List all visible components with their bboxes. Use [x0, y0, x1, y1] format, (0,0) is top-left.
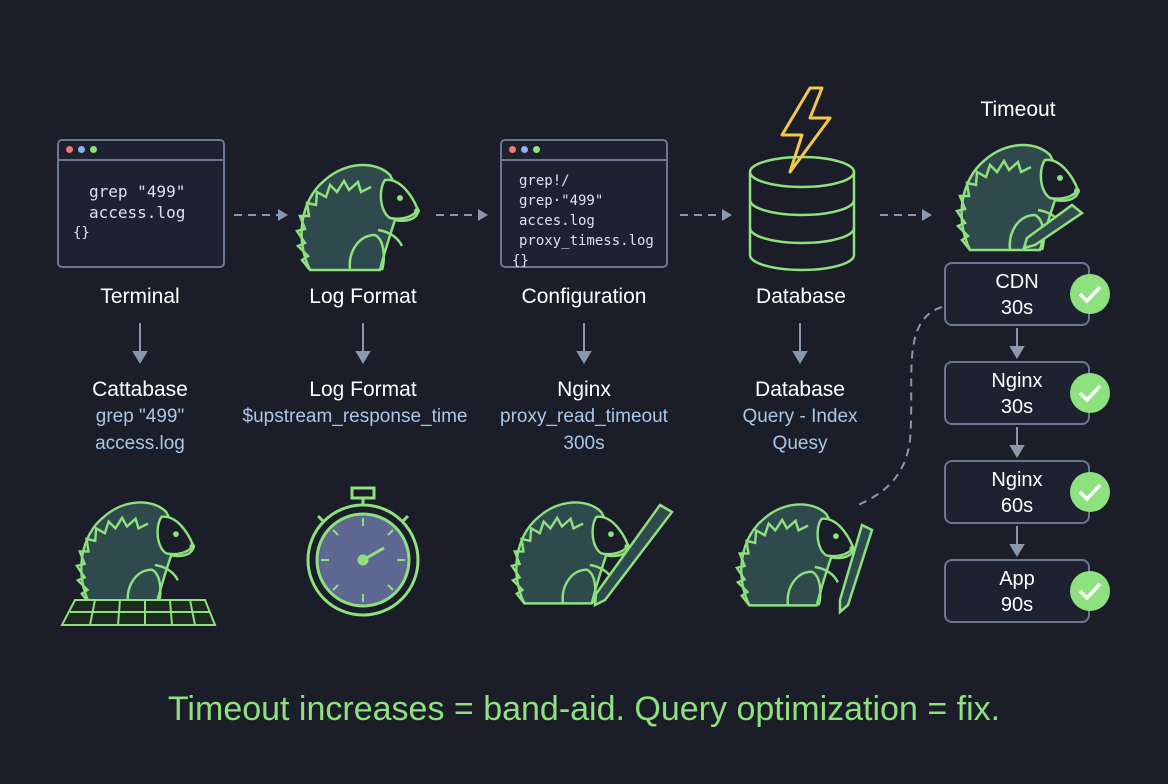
stage-sub-title: Nginx — [557, 378, 611, 401]
stage-sub-title: Cattabase — [92, 378, 188, 401]
detail-line: Query - Index — [742, 406, 858, 427]
stopwatch-icon — [306, 486, 420, 617]
stage-detail: $upstream_response_time — [243, 403, 468, 430]
terminal-window: grep "499" access.log {} — [57, 139, 225, 268]
timeout-layer-name: Nginx — [991, 370, 1043, 392]
config-line: grep!/ — [519, 173, 570, 189]
stage-title: Terminal — [100, 285, 180, 308]
config-line: {} — [512, 253, 529, 269]
timeout-value: 90s — [1000, 594, 1034, 616]
lightning-icon — [780, 86, 832, 174]
hedgehog-hiker-icon — [295, 163, 422, 272]
terminal-line: {} — [73, 225, 90, 241]
database-icon — [748, 155, 856, 272]
flow-arrows — [234, 214, 943, 506]
hedgehog-pencil-icon — [735, 503, 857, 607]
detail-line: proxy_read_timeout — [500, 406, 668, 427]
arrow-heads — [278, 209, 932, 221]
timeout-layer-name: CDN — [995, 271, 1039, 293]
stage-sub-title: Log Format — [309, 378, 417, 401]
detail-line: grep "499" — [95, 406, 185, 427]
footer-caption: Timeout increases = band-aid. Query opti… — [167, 690, 1001, 728]
timeout-layer-name: App — [999, 568, 1035, 590]
timeout-box-cdn: CDN 30s — [944, 262, 1090, 326]
detail-line: $upstream_response_time — [242, 406, 468, 427]
config-line: proxy_timess.log — [519, 233, 654, 249]
timeout-value: 30s — [1000, 396, 1034, 418]
stage-detail: grep "499" access.log — [95, 403, 185, 457]
timeout-label: Timeout — [980, 98, 1056, 121]
timeout-layer-name: Nginx — [991, 469, 1043, 491]
timeout-box-nginx-2: Nginx 60s — [944, 460, 1090, 524]
config-line: acces.log — [519, 213, 595, 229]
hedgehog-typing-icon — [75, 501, 197, 605]
timeout-value: 30s — [1000, 297, 1034, 319]
keyboard-icon — [60, 599, 217, 626]
stage-sub-title: Database — [755, 378, 845, 401]
terminal-line: grep "499" — [89, 182, 186, 201]
timeout-value: 60s — [1000, 495, 1034, 517]
detail-line: access.log — [95, 433, 185, 454]
hedgehog-timeout-icon — [955, 143, 1082, 252]
config-window: grep!/ grep·"499" acces.log proxy_timess.lo… — [500, 139, 668, 269]
timeout-box-nginx: Nginx 30s — [944, 361, 1090, 425]
terminal-line: access.log — [89, 203, 186, 222]
timeout-box-app: App 90s — [944, 559, 1090, 623]
stage-title: Database — [756, 285, 846, 308]
config-line: grep·"499" — [519, 193, 604, 209]
pencil-icon — [593, 203, 1085, 615]
down-arrows — [132, 323, 1025, 557]
detail-line: Quesy — [772, 433, 828, 454]
stage-title: Configuration — [521, 285, 647, 308]
detail-line: 300s — [563, 433, 605, 454]
stage-title: Log Format — [309, 285, 417, 308]
stage-detail: proxy_read_timeout 300s — [500, 403, 668, 457]
